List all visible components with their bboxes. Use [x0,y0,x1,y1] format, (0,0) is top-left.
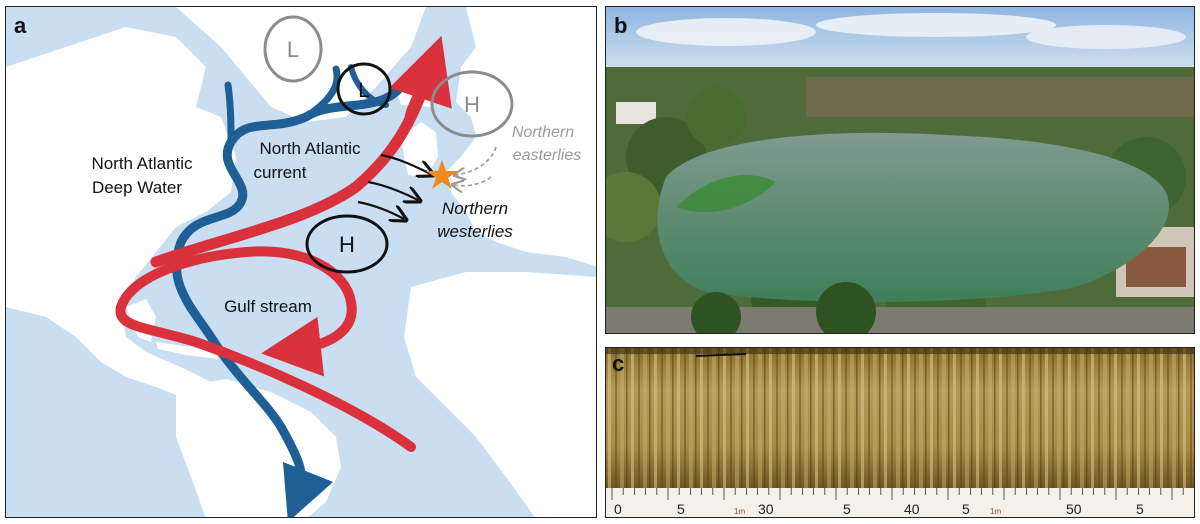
ruler-label: 50 [1066,501,1082,517]
high-pressure-grey-label: H [464,92,480,117]
label-westerlies-line1: Northern [442,199,508,218]
easterlies-arrow-2 [454,176,492,186]
study-site-star-icon [426,160,458,189]
label-gulf-stream: Gulf stream [224,297,312,316]
westerlies-arrow-2 [367,180,418,200]
low-pressure-black [336,62,392,116]
ruler-label: 1m [990,507,1001,516]
high-pressure-black-label: H [339,232,355,257]
low-pressure-grey [263,15,323,83]
core-laminations [606,348,1194,488]
panel-b-lake-photo: b [605,6,1195,334]
lake-surface [657,132,1169,303]
ruler-label: 5 [962,501,970,517]
sediment-core-image: 0 5 1m 30 5 40 5 1m 50 5 [606,348,1194,517]
label-nac-line1: North Atlantic [259,139,361,158]
ruler-label: 30 [758,501,774,517]
easterlies-arrow-1 [456,146,497,175]
panel-label-a: a [14,13,27,38]
label-nadw-line1: North Atlantic [91,154,193,173]
panel-label-c: c [612,351,625,376]
ruler-ticks [611,488,1184,500]
westerlies-arrow-1 [380,153,431,174]
ruler-label: 0 [614,501,622,517]
deep-water-branch-1 [224,81,235,146]
westerlies-arrow-3 [357,200,404,219]
deep-water-branch-2 [302,65,341,121]
atlantic-map: L L H H North Atlantic Deep Water North … [6,7,596,517]
panel-c-sediment-core: c 0 5 1m 30 5 40 5 1m 50 5 [605,347,1195,518]
ruler-label: 5 [843,501,851,517]
north-atlantic-branch [404,88,422,131]
lake-aerial-image [606,7,1194,333]
landmass-north-america [6,27,236,402]
high-pressure-grey [430,70,514,138]
low-pressure-black-label: L [358,79,370,102]
label-westerlies-line2: westerlies [437,222,513,241]
label-nadw-line2: Deep Water [92,178,182,197]
deep-water-branch-3 [348,64,389,108]
ruler-label: 1m [734,507,745,516]
ruler-label: 5 [1136,501,1144,517]
low-pressure-grey-label: L [287,37,299,62]
label-easterlies-line1: Northern [512,124,574,141]
high-pressure-black [305,214,389,274]
landmass-caribbean [156,342,218,359]
landmass-africa [404,272,596,517]
label-easterlies-line2: easterlies [513,147,581,164]
ruler-label: 40 [904,501,920,517]
ruler-labels: 0 5 1m 30 5 40 5 1m 50 5 [614,501,1144,517]
panel-label-b: b [614,13,628,38]
gulf-stream-current [115,246,416,452]
panel-a-map: a [5,6,597,518]
measuring-ruler [606,488,1194,517]
ruler-label: 5 [677,501,685,517]
label-nac-line2: current [254,163,307,182]
